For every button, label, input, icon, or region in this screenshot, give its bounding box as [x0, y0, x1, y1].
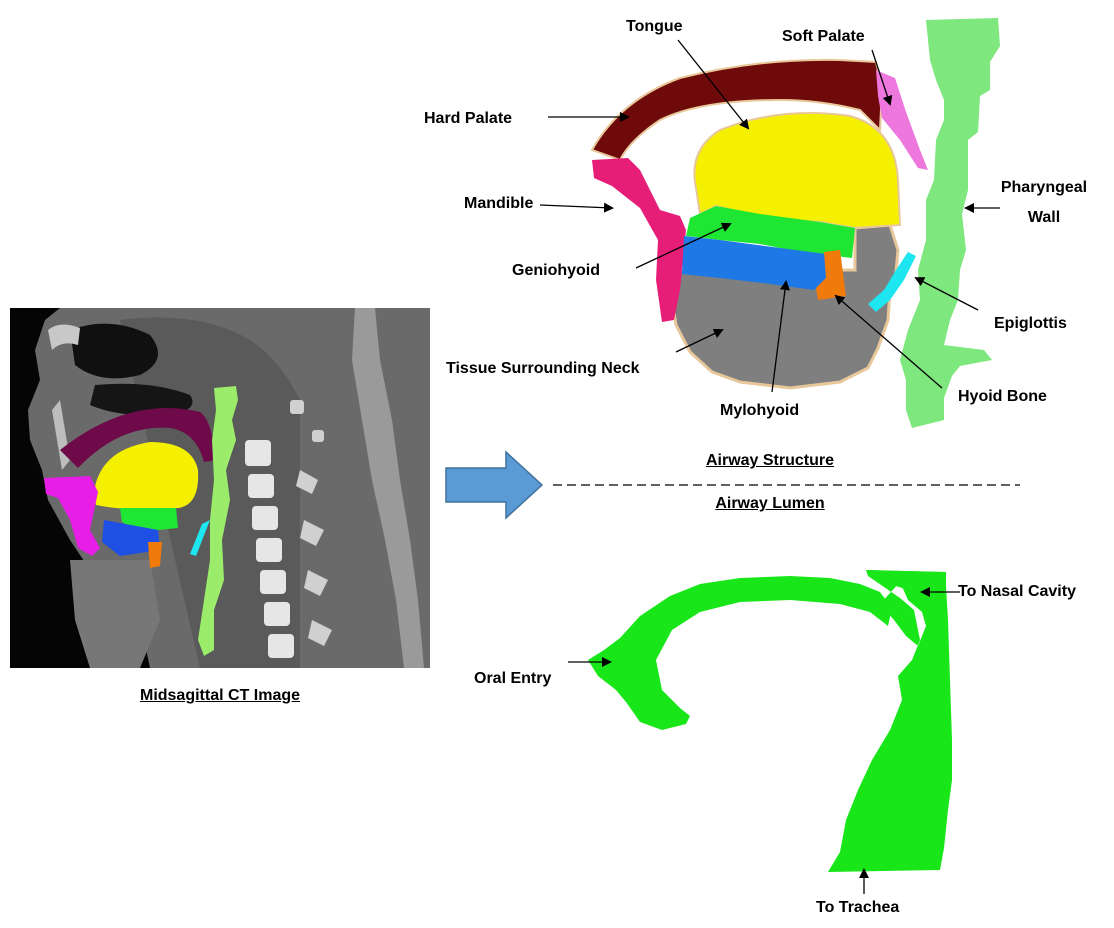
- mandible-label: Mandible: [464, 194, 533, 214]
- airway-structure-title: Airway Structure: [640, 451, 900, 471]
- to-trachea-label: To Trachea: [816, 898, 899, 918]
- to-nasal-cavity-label: To Nasal Cavity: [958, 582, 1076, 602]
- hyoid-bone-label: Hyoid Bone: [958, 387, 1047, 407]
- ct-image: [10, 308, 430, 668]
- mylohyoid-label: Mylohyoid: [720, 401, 799, 421]
- epiglottis-label: Epiglottis: [994, 314, 1067, 334]
- mandible-region: [592, 158, 686, 322]
- tongue-label: Tongue: [626, 17, 683, 37]
- pharyngeal-wall-region: [900, 18, 1000, 428]
- geniohyoid-label: Geniohyoid: [512, 261, 600, 281]
- pharyngeal-wall-label: Pharyngeal Wall: [994, 173, 1094, 233]
- airway-lumen-title: Airway Lumen: [640, 494, 900, 514]
- soft-palate-label: Soft Palate: [782, 27, 865, 47]
- lumen-oral-branch: [588, 576, 892, 730]
- block-arrow: [446, 452, 542, 518]
- oral-entry-label: Oral Entry: [474, 669, 551, 689]
- ct-image-caption: Midsagittal CT Image: [60, 686, 380, 706]
- hard-palate-label: Hard Palate: [424, 109, 512, 129]
- mandible-leader: [540, 205, 612, 208]
- tissue-surrounding-neck-label: Tissue Surrounding Neck: [446, 359, 640, 379]
- airway-lumen-diagram: [568, 570, 960, 894]
